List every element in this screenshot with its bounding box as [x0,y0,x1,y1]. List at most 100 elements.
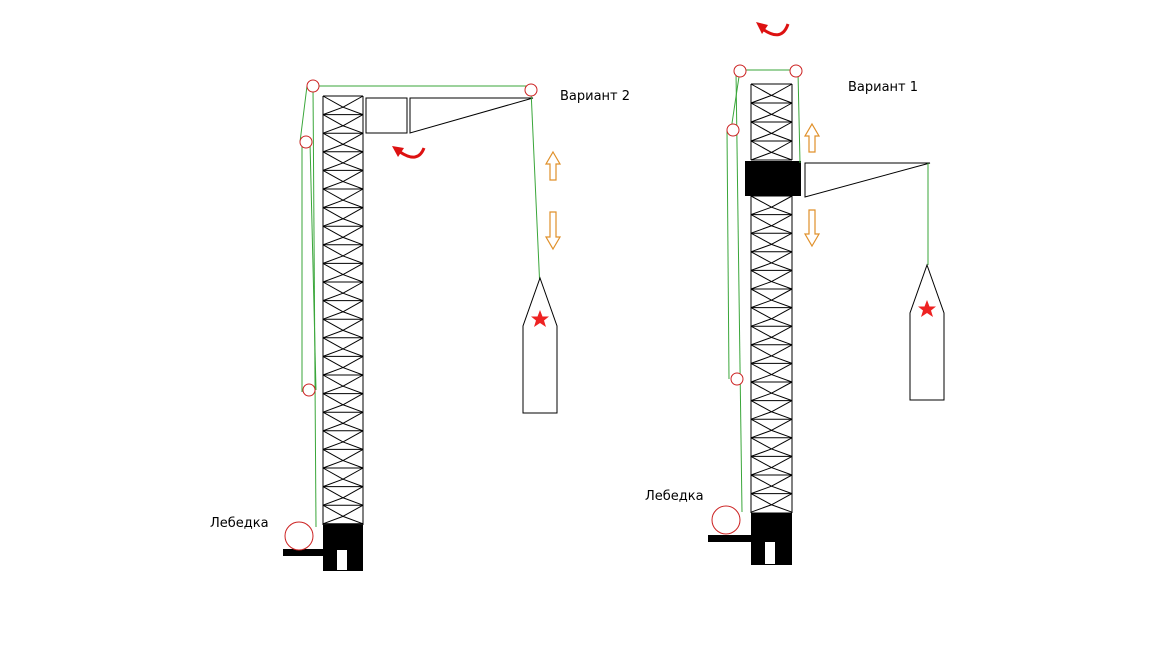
winch-drum-right [711,505,741,535]
mast-segment [771,429,793,439]
mast-segment [322,515,344,525]
mast-segment [322,467,344,480]
mast-segment [322,106,344,116]
mast-segment [750,269,772,282]
mast-segment [322,367,344,376]
mast-segment [771,455,793,468]
mast-segment [342,374,364,387]
load-left [522,276,558,414]
mast-segment [771,225,793,234]
mast-segment [750,448,772,457]
mast-segment [771,336,793,346]
mast-segment [322,143,344,153]
mast-segment [771,474,793,487]
mast-segment [342,255,364,264]
mast-segment [771,113,793,123]
mast-segment [750,392,772,402]
base-left [283,525,363,571]
mast-segment [771,392,793,402]
mast-segment [750,195,772,208]
mast-segment [750,455,772,468]
pulley-left-mid-upper [299,135,313,149]
mast-segment [342,329,364,339]
curved-arrow-head-icon [392,146,404,157]
mast-segment [322,244,344,257]
mast-segment [771,195,793,208]
mast-segment [342,218,364,227]
mast-segment [342,460,364,469]
cabin-box-left [365,97,408,134]
mast-segment [322,318,344,331]
mast-segment [342,281,364,294]
mast-segment [342,467,364,480]
arrow-up-icon [803,122,821,153]
mast-segment [750,288,772,301]
mast-segment [750,411,772,420]
mast-segment [342,114,364,127]
mast-segment [322,348,344,357]
mast-segment [322,329,344,339]
mast-segment [750,251,772,264]
mast-segment [750,467,772,476]
mast-segment [342,448,364,461]
mast-segment [771,355,793,364]
mast-segment [771,485,793,495]
mast-segment [342,236,364,246]
mast-segment [750,140,772,153]
mast-segment [342,169,364,182]
mast-segment [750,83,772,96]
mast-segment [342,404,364,413]
arrow-down-icon [803,209,821,248]
mast-segment [342,422,364,432]
mast-segment [342,348,364,357]
mast-segment [750,504,772,513]
mast-segment [342,411,364,424]
mast-segment [750,336,772,346]
mast-segment [750,307,772,320]
mast-segment [342,318,364,331]
jib-right [804,162,931,198]
mast-segment [750,299,772,309]
pulley-left-top [306,79,320,93]
mast-segment [322,262,344,275]
mast-segment [771,411,793,420]
mast-segment [322,162,344,171]
pulley-right-mid-upper [726,123,740,137]
label-variant-1: Вариант 1 [848,80,918,95]
mast-segment [771,325,793,338]
mast-segment [750,121,772,134]
star-icon [531,310,549,327]
mast-segment [771,418,793,431]
curved-arrow-head-icon [756,22,768,34]
mast-segment [342,430,364,443]
mast-segment [771,344,793,357]
mast-segment [771,94,793,104]
mast-segment [322,300,344,313]
mast-segment [750,355,772,364]
mast-segment [342,292,364,302]
crane-variant-1: Вариант 1 Лебедка [645,22,945,565]
mast-segment [771,448,793,457]
mast-segment [750,485,772,495]
mast-segment [322,188,344,201]
mast-segment [322,430,344,443]
mast-segment [750,262,772,271]
mast-segment [322,125,344,134]
slewing-block-right [745,161,801,196]
mast-segment [771,243,793,253]
pulley-left-jib [524,83,538,97]
mast-segment [342,262,364,275]
mast-segment [771,374,793,383]
mast-segment [342,311,364,320]
mast-segment [771,140,793,153]
mast-segment [771,262,793,271]
mast-segment [750,318,772,327]
mast-segment [750,437,772,450]
mast-segment [342,199,364,209]
mast-segment [342,125,364,134]
mast-segment [771,288,793,301]
pulley-right-top-left [733,64,747,78]
mast-segment [771,206,793,216]
label-winch-right: Лебедка [645,489,704,504]
mast-segment [771,504,793,513]
